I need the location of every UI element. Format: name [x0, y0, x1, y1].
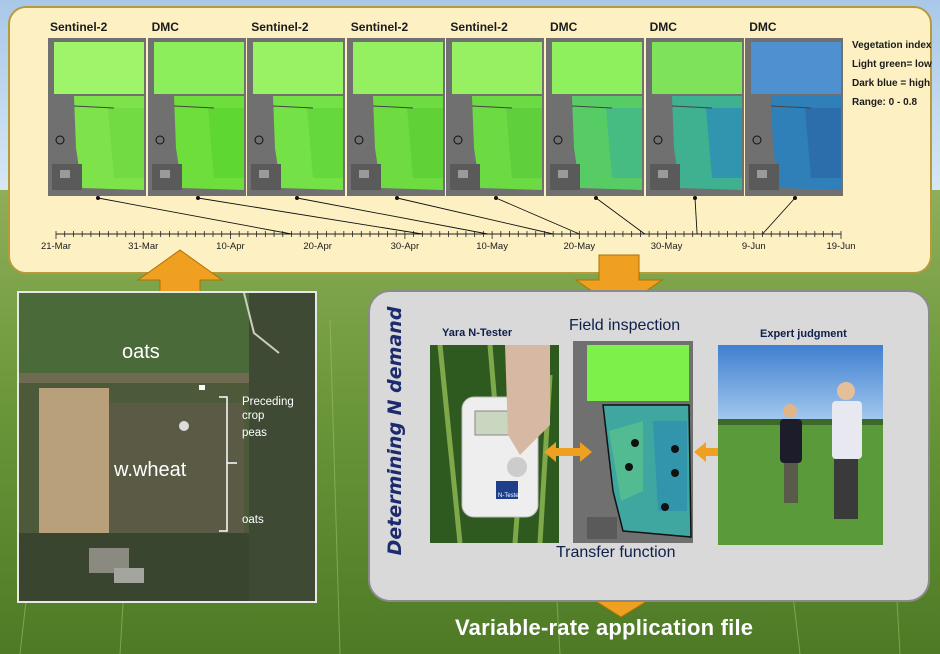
aerial-field-map: oats w.wheat Preceding crop peas oats — [17, 291, 317, 603]
transfer-function-title: Transfer function — [556, 544, 676, 561]
tile-source-label: Sentinel-2 — [50, 20, 108, 34]
tile-source-label: Sentinel-2 — [350, 20, 409, 34]
tile-date-connector — [97, 197, 292, 235]
legend-low: Light green= low — [852, 59, 932, 70]
timeline-label: 30-Apr — [390, 241, 420, 252]
vegetation-map-tile — [446, 38, 545, 196]
tile-date-connector — [197, 197, 423, 235]
vegetation-map-tile — [48, 38, 146, 196]
legend-high: Dark blue = high — [852, 78, 931, 89]
output-label: Variable-rate application file — [455, 615, 754, 640]
tile-source-label: Sentinel-2 — [450, 20, 508, 34]
tile-date-connector — [495, 197, 580, 235]
connector-dot — [793, 196, 797, 200]
tile-date-connector — [296, 197, 488, 235]
timeline-label: 20-Apr — [303, 241, 332, 252]
preceding-crop-title: Preceding crop — [242, 396, 294, 422]
tile-source-label: Sentinel-2 — [251, 20, 309, 34]
vegetation-map-tile — [546, 38, 644, 196]
connector-dot — [295, 196, 299, 200]
expert-photo — [718, 345, 883, 545]
tile-source-label: DMC — [649, 20, 677, 34]
timeline-label: 30-May — [650, 241, 683, 252]
expert-title: Expert judgment — [760, 328, 847, 340]
connector-dot — [395, 196, 399, 200]
tile-source-label: DMC — [151, 20, 179, 34]
tile-date-connector — [694, 197, 698, 235]
legend-title: Vegetation index — [852, 40, 932, 51]
connector-dot — [196, 196, 200, 200]
legend-range: Range: 0 - 0.8 — [852, 97, 918, 108]
double-arrow-icon — [544, 442, 592, 462]
timeline-label: 9-Jun — [741, 241, 766, 252]
vegetation-map-tile — [745, 38, 844, 196]
tile-source-label: DMC — [550, 20, 578, 34]
timeline-label: 20-May — [563, 241, 596, 252]
timeline-label: 31-Mar — [128, 241, 159, 252]
vegetation-map-tile — [247, 38, 346, 196]
connector-dot — [96, 196, 100, 200]
timeline-label: 10-Apr — [216, 241, 245, 252]
preceding-crop-bottom: oats — [242, 514, 264, 526]
connector-dot — [693, 196, 697, 200]
bracket-icon — [219, 396, 237, 532]
tile-source-label: DMC — [749, 20, 777, 34]
vegetation-map-tile — [645, 38, 744, 196]
crop-label-north: oats — [122, 341, 160, 363]
preceding-crop-top: peas — [242, 427, 267, 439]
tile-date-connector — [762, 197, 796, 235]
vegetation-map-tile — [346, 38, 445, 196]
vegetation-map-tile — [147, 38, 246, 196]
timeline-label: 19-Jun — [826, 241, 856, 252]
tile-date-connector — [396, 197, 554, 235]
tester-title: Yara N-Tester — [442, 327, 513, 339]
connector-dot — [494, 196, 498, 200]
connector-dot — [594, 196, 598, 200]
tester-brand: N-Tester — [498, 493, 521, 499]
timeline-label: 10-May — [476, 241, 508, 252]
vegetation-legend: Vegetation index Light green= low Dark b… — [852, 40, 932, 116]
n-tester-photo: N-Tester — [430, 345, 559, 543]
timeline-label: 21-Mar — [40, 241, 72, 252]
crop-label-center: w.wheat — [114, 459, 187, 481]
timeline-axis — [55, 196, 842, 239]
field-inspection-title: Field inspection — [569, 317, 681, 334]
tile-date-connector — [595, 197, 646, 235]
field-inspection-map — [573, 341, 693, 543]
